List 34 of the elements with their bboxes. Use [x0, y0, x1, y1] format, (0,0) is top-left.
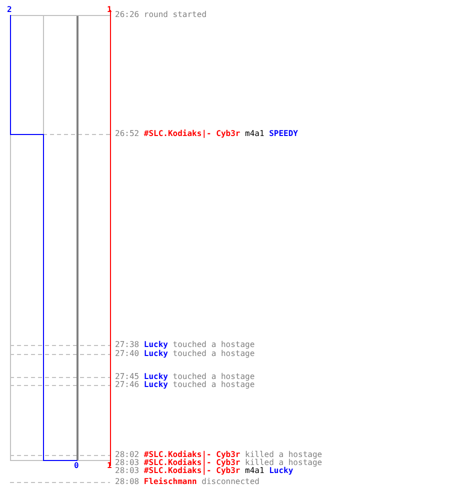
timestamp: 28:08	[115, 478, 140, 486]
event-text: killed a hostage	[245, 451, 322, 459]
timestamp: 27:40	[115, 350, 140, 358]
player-name: #SLC.Kodiaks|- Cyb3r	[144, 451, 240, 459]
player-name: Lucky	[269, 467, 294, 475]
event-text: touched a hostage	[172, 373, 255, 381]
player-name: #SLC.Kodiaks|- Cyb3r	[144, 130, 240, 138]
player-name: #SLC.Kodiaks|- Cyb3r	[144, 467, 240, 475]
count-number: 0	[74, 462, 79, 470]
player-name: Lucky	[144, 350, 168, 358]
count-number: 2	[7, 6, 12, 14]
timestamp: 27:45	[115, 373, 140, 381]
event-text: touched a hostage	[172, 381, 255, 389]
event-text: touched a hostage	[172, 341, 255, 349]
player-name: SPEEDY	[269, 130, 298, 138]
player-name: Fleischmann	[144, 478, 197, 486]
player-name: Lucky	[144, 381, 168, 389]
weapon-name: m4a1	[245, 130, 264, 138]
timestamp: 26:52	[115, 130, 140, 138]
player-name: Lucky	[144, 341, 168, 349]
weapon-name: m4a1	[245, 467, 264, 475]
event-text: disconnected	[202, 478, 260, 486]
timestamp: 26:26	[115, 11, 140, 19]
timestamp: 27:46	[115, 381, 140, 389]
timestamp: 28:03	[115, 467, 140, 475]
timestamp: 28:03	[115, 459, 140, 467]
player-name: Lucky	[144, 373, 168, 381]
event-text: killed a hostage	[245, 459, 322, 467]
timestamp: 27:38	[115, 341, 140, 349]
event-text: round started	[144, 11, 207, 19]
timestamp: 28:02	[115, 451, 140, 459]
count-number: 1	[107, 462, 112, 470]
player-name: #SLC.Kodiaks|- Cyb3r	[144, 459, 240, 467]
event-text: touched a hostage	[172, 350, 255, 358]
